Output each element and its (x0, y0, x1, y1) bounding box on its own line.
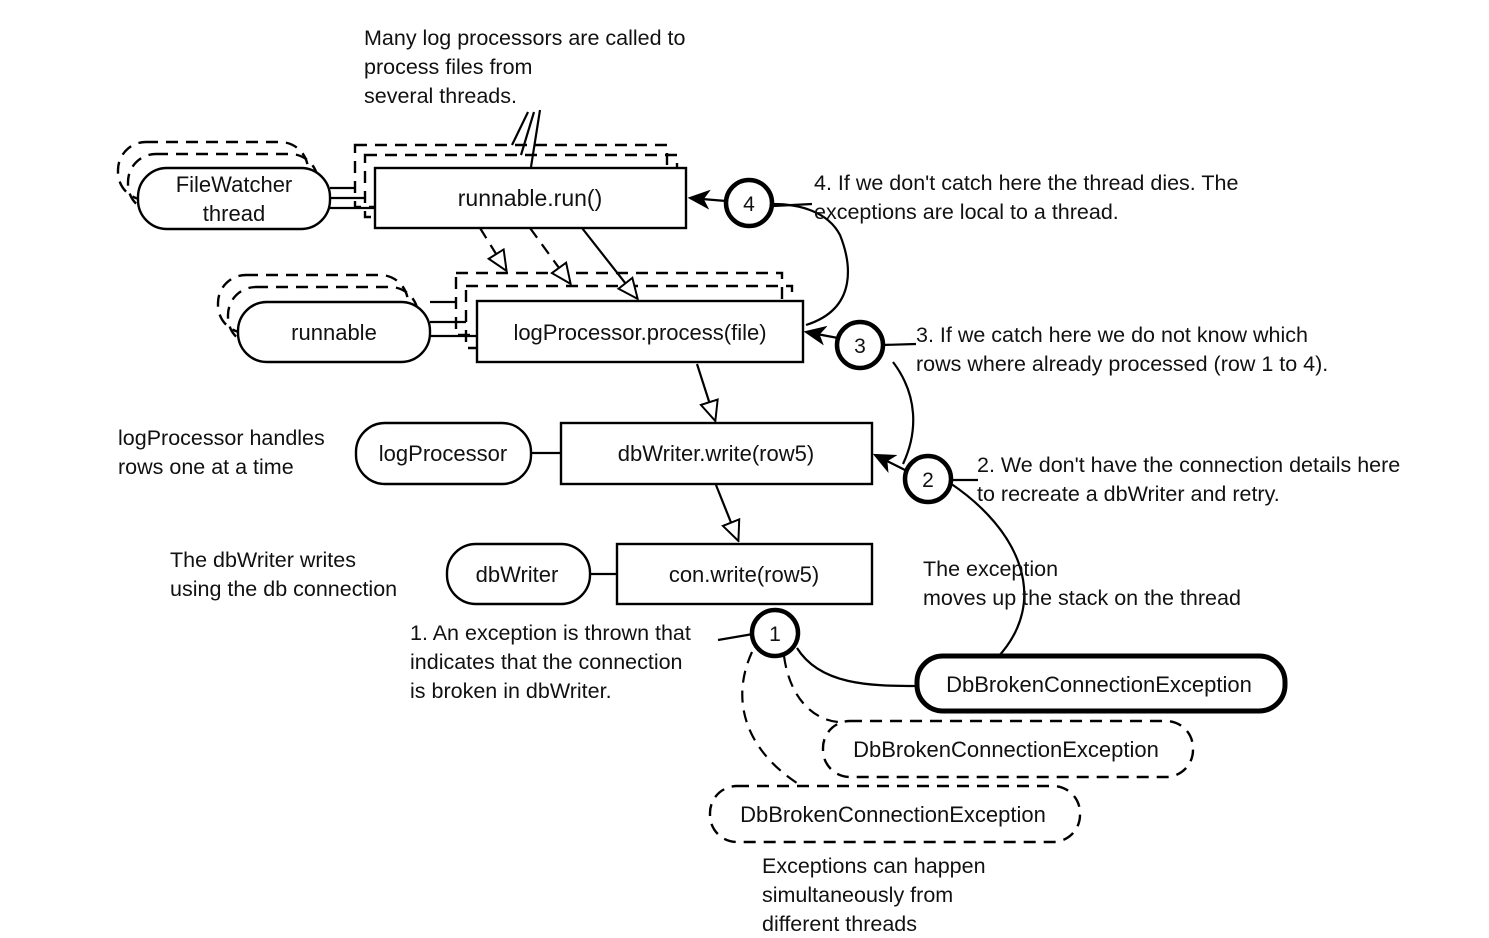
processors-note-line-3: several threads. (364, 84, 517, 108)
dbwriter-writes-note-line-1: The dbWriter writes (170, 548, 356, 572)
arrow-write-to-con (714, 484, 738, 540)
step2-marker: 2 (902, 453, 954, 505)
dbwriter-write-label: dbWriter.write(row5) (618, 441, 814, 466)
arrow-process-to-write (695, 363, 715, 420)
exception-ghost-2-label: DbBrokenConnectionException (740, 802, 1046, 827)
dbwriter-label: dbWriter (476, 562, 559, 587)
step3-marker: 3 (834, 319, 886, 371)
step2-note-line-2: to recreate a dbWriter and retry. (977, 482, 1280, 506)
exception-ghost-1-label: DbBrokenConnectionException (853, 737, 1159, 762)
con-write-node: con.write(row5) (615, 542, 874, 606)
exception-moves-note-line-2: moves up the stack on the thread (923, 586, 1241, 610)
runnable-run-node: runnable.run() (373, 166, 688, 230)
exception-ghost-node-2: DbBrokenConnectionException (708, 784, 1082, 844)
con-write-label: con.write(row5) (669, 562, 819, 587)
dbwriter-writes-note: The dbWriter writes using the db connect… (170, 548, 397, 601)
logprocessor-label: logProcessor (379, 441, 507, 466)
processors-note-line-2: process files from (364, 55, 532, 79)
logprocessor-process-node: logProcessor.process(file) (475, 299, 805, 364)
logprocessor-rows-note: logProcessor handles rows one at a time (118, 426, 325, 479)
filewatcher-label-line-2: thread (203, 201, 265, 226)
simultaneous-note-line-3: different threads (762, 912, 917, 936)
simultaneous-note-line-2: simultaneously from (762, 883, 953, 907)
step2-note: 2. We don't have the connection details … (977, 453, 1400, 506)
step3-number: 3 (854, 335, 866, 358)
step1-to-ghost-exception-2 (741, 651, 801, 786)
step3-note: 3. If we catch here we do not know which… (916, 323, 1328, 376)
step4-note-line-1: 4. If we don't catch here the thread die… (814, 171, 1238, 195)
step1-number: 1 (769, 623, 781, 646)
step4-note: 4. If we don't catch here the thread die… (814, 171, 1238, 224)
runnable-connectors (430, 300, 477, 338)
filewatcher-label-line-1: FileWatcher (176, 172, 293, 197)
exception-moves-note: The exception moves up the stack on the … (923, 557, 1241, 610)
step1-note-leader (717, 632, 754, 642)
exception-main-label: DbBrokenConnectionException (946, 672, 1252, 697)
arrow-step4-to-run (690, 198, 727, 201)
exception-ghost-node-1: DbBrokenConnectionException (821, 719, 1195, 779)
step3-note-leader (881, 342, 917, 347)
processors-note-leaders (511, 109, 542, 168)
simultaneous-note-line-1: Exceptions can happen (762, 854, 986, 878)
exception-to-step2-curve (949, 482, 1026, 658)
step4-note-leader (772, 202, 813, 208)
simultaneous-note: Exceptions can happen simultaneously fro… (762, 854, 986, 936)
step1-marker: 1 (749, 607, 801, 659)
exception-main-node: DbBrokenConnectionException (914, 653, 1288, 714)
logprocessor-process-label: logProcessor.process(file) (513, 320, 766, 345)
step1-note-line-1: 1. An exception is thrown that (410, 621, 691, 645)
step4-number: 4 (743, 193, 755, 216)
step2-to-step3-curve (892, 361, 915, 465)
step2-number: 2 (922, 469, 934, 492)
step1-to-exception-line (796, 647, 918, 688)
dbwriter-writes-note-line-2: using the db connection (170, 577, 397, 601)
processors-note: Many log processors are called to proces… (364, 26, 686, 108)
arrow-run-to-process-ghost-1 (479, 227, 506, 270)
step1-note: 1. An exception is thrown that indicates… (410, 621, 691, 703)
logprocessor-rows-note-line-2: rows one at a time (118, 455, 294, 479)
arrow-step3-to-process (806, 332, 839, 338)
logprocessor-node: logProcessor (354, 421, 533, 486)
step3-to-step4-curve (772, 202, 849, 327)
filewatcher-thread-node: FileWatcher thread (136, 166, 332, 231)
dbwriter-write-node: dbWriter.write(row5) (559, 421, 874, 486)
step1-note-line-2: indicates that the connection (410, 650, 683, 674)
step1-note-line-3: is broken in dbWriter. (410, 679, 612, 703)
filewatcher-connectors (330, 186, 375, 210)
step3-note-line-1: 3. If we catch here we do not know which (916, 323, 1308, 347)
step4-note-line-2: exceptions are local to a thread. (814, 200, 1119, 224)
exception-moves-note-line-1: The exception (923, 557, 1058, 581)
step2-note-line-1: 2. We don't have the connection details … (977, 453, 1400, 477)
runnable-run-label: runnable.run() (458, 185, 602, 211)
step1-to-ghost-exception-1 (782, 655, 839, 724)
runnable-node: runnable (236, 300, 432, 364)
step3-note-line-2: rows where already processed (row 1 to 4… (916, 352, 1328, 376)
runnable-label: runnable (291, 320, 377, 345)
arrow-run-to-process (581, 227, 637, 298)
dbwriter-node: dbWriter (445, 542, 592, 606)
step4-marker: 4 (723, 177, 775, 229)
logprocessor-rows-note-line-1: logProcessor handles (118, 426, 325, 450)
processors-note-line-1: Many log processors are called to (364, 26, 686, 50)
arrow-step2-to-write (875, 455, 906, 470)
arrow-run-to-process-ghost-2 (529, 227, 570, 283)
